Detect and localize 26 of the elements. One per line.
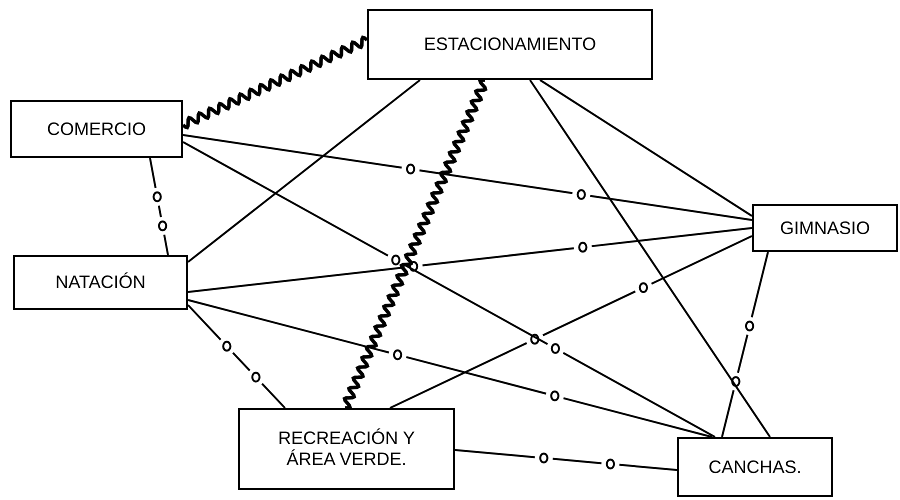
connector-line bbox=[529, 79, 771, 438]
dashed-connector bbox=[187, 304, 286, 409]
room-label: NATACIÓN bbox=[55, 272, 146, 293]
room-box bbox=[238, 408, 455, 490]
dashed-connector bbox=[182, 134, 752, 221]
dashed-connector bbox=[182, 141, 716, 438]
connector-line bbox=[187, 79, 421, 263]
room-label: RECREACIÓN Y ÁREA VERDE. bbox=[277, 428, 416, 470]
room-box bbox=[10, 100, 183, 158]
dashed-connector bbox=[149, 158, 169, 256]
dashed-connector bbox=[188, 299, 712, 438]
wavy-connector bbox=[182, 35, 368, 130]
room-box bbox=[677, 437, 833, 497]
room-label: GIMNASIO bbox=[780, 218, 870, 238]
wavy-connector bbox=[342, 78, 488, 410]
room-label: CANCHAS. bbox=[708, 456, 802, 478]
room-box bbox=[13, 255, 188, 310]
dashed-connector bbox=[721, 252, 769, 438]
room-box bbox=[367, 9, 653, 80]
room-label: COMERCIO bbox=[47, 118, 146, 140]
room-box bbox=[752, 204, 898, 252]
dashed-connector bbox=[390, 235, 752, 409]
room-label: ESTACIONAMIENTO bbox=[424, 34, 596, 55]
connector-line bbox=[539, 79, 753, 217]
dashed-connector bbox=[188, 227, 752, 293]
dashed-connector bbox=[454, 449, 678, 471]
